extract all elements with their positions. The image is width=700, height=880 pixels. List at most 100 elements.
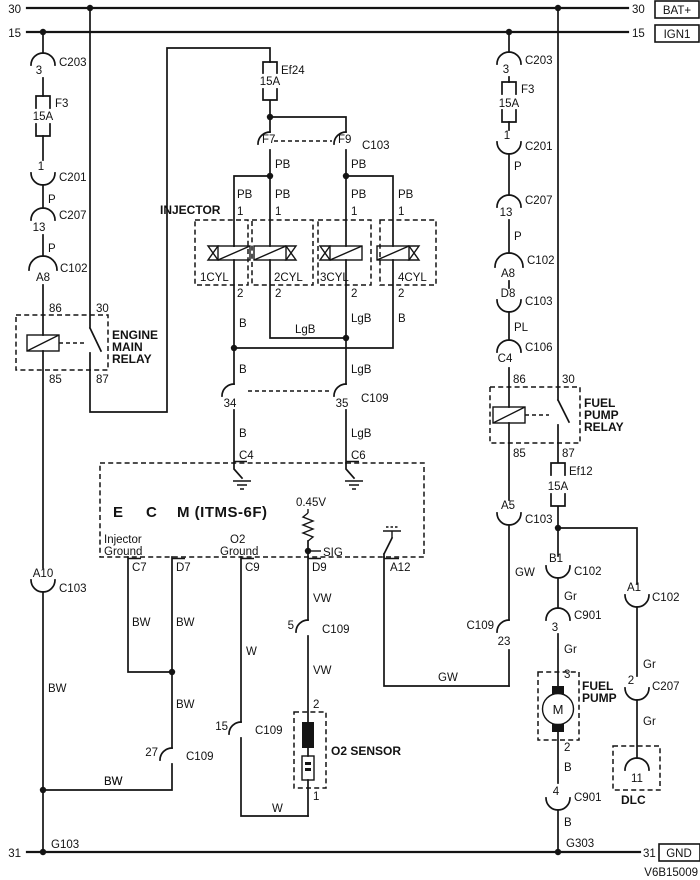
connector-c901-4-arc (545, 797, 571, 811)
ecm-pin-c4: C4 (239, 450, 254, 462)
injector-valve-icon (284, 245, 298, 261)
c201-name: C201 (59, 172, 87, 184)
wire-color-bw: BW (104, 776, 123, 788)
c207-name: C207 (525, 195, 553, 207)
fpr-pin30: 30 (562, 374, 575, 386)
g103-label: G103 (51, 839, 79, 851)
c201-name: C201 (525, 141, 553, 153)
cylinder-label: 1CYL (200, 272, 229, 284)
wire-color-w: W (246, 646, 257, 658)
connector-c109-27-arc (159, 747, 173, 761)
c901-pin4: 4 (553, 786, 560, 798)
c109-name: C109 (467, 620, 495, 632)
c109-pin15: 15 (215, 721, 228, 733)
ground-icon (345, 480, 363, 490)
ef24-amps: 15A (260, 76, 281, 88)
c207-pin: 13 (500, 207, 513, 219)
wire-color-pb: PB (237, 189, 253, 201)
ecm-ref-voltage: 0.45V (296, 497, 326, 509)
fpr-name: RELAY (584, 420, 624, 434)
c109-name: C109 (361, 393, 389, 405)
connector-c103-a5-arc (496, 512, 522, 526)
ef12-fuse: Ef12 15A (548, 442, 593, 532)
connector-c102-b1-arc (545, 565, 571, 579)
ecm-sig-label: SIG (323, 547, 343, 559)
c103-name: C103 (362, 140, 390, 152)
wire-color-pl: PL (514, 322, 529, 334)
dlc-pin11: 11 (631, 773, 643, 785)
wire-color-b: B (239, 428, 247, 440)
wire-color-lgb: LgB (351, 364, 372, 376)
connector-c203-arc (30, 52, 56, 66)
connector-c109-23-arc (496, 619, 510, 633)
g303-label: G303 (566, 838, 594, 850)
wire-color-pb: PB (275, 159, 291, 171)
connector-c103-d8-arc (496, 299, 522, 313)
o2-pin1: 1 (313, 791, 319, 803)
ecm-pin-c9: C9 (245, 562, 260, 574)
connector-c201-arc (496, 141, 522, 155)
c103-name: C103 (525, 296, 553, 308)
c109-name: C109 (322, 624, 350, 636)
fpr-switch (556, 7, 571, 444)
c201-pin: 1 (38, 161, 44, 173)
connector-c109-34-arc (221, 383, 235, 397)
emr-name: RELAY (112, 352, 152, 366)
c207-pin: 13 (33, 222, 46, 234)
c901-pin3: 3 (552, 622, 558, 634)
wire-color-gw: GW (438, 672, 458, 684)
cylinder-label: 2CYL (274, 272, 303, 284)
wire-color-pb: PB (351, 189, 367, 201)
wire-color-gr: Gr (643, 716, 656, 728)
c103-a10-name: C103 (59, 583, 87, 595)
c109-pin35: 35 (336, 398, 349, 410)
connector-c102-arc (28, 255, 58, 271)
fpr-pin87: 87 (562, 448, 575, 460)
emr-name: ENGINE (112, 328, 158, 342)
c103-f9-pin: F9 (338, 134, 351, 146)
o2-sensor-box (293, 711, 327, 789)
wire-color-pb: PB (398, 189, 414, 201)
injector-valve-icon (206, 245, 220, 261)
motor-terminal (552, 686, 564, 694)
wire-color-b: B (239, 364, 247, 376)
c102-pin: A8 (36, 272, 50, 284)
wire-color-b: B (564, 762, 572, 774)
pump-pin3: 3 (564, 669, 570, 681)
c901-name: C901 (574, 792, 602, 804)
chassis-ground-icon (383, 530, 401, 538)
injector-2cyl: 2CYL 2 (251, 219, 347, 339)
c103-a10-pin: A10 (33, 568, 53, 580)
injector-pin1: 1 (237, 206, 243, 218)
wire-color-lgb: LgB (295, 324, 316, 336)
f3-name: F3 (521, 84, 534, 96)
ef12-name: Ef12 (569, 466, 593, 478)
wire-color-lgb: LgB (351, 428, 372, 440)
c203-pin: 3 (503, 64, 509, 76)
c106-pin: C4 (498, 353, 513, 365)
injector-pin2: 2 (351, 288, 357, 300)
wire-color-p: P (48, 243, 56, 255)
fuel-pump-relay: 86 30 85 87 FUEL PUMP RELAY (489, 7, 624, 460)
emr-switch (88, 7, 103, 371)
ef12-amps: 15A (548, 481, 569, 493)
injector-pin1: 1 (275, 206, 281, 218)
a12-gw-wire: GW (383, 556, 510, 687)
o2-sensor-title: O2 SENSOR (331, 744, 401, 758)
rail30-left-label: 30 (8, 4, 21, 16)
c109-pin5: 5 (288, 620, 294, 632)
rail31-right-label: 31 (643, 848, 656, 860)
ign1-label: IGN1 (664, 29, 691, 41)
emr-pin85: 85 (49, 374, 62, 386)
dlc-circuit: A1 C102 Gr 2 C207 Gr 11 DLC (557, 527, 680, 807)
c102-name: C102 (527, 255, 555, 267)
wire-color-w: W (272, 803, 283, 815)
fuel-pump-name: PUMP (582, 691, 617, 705)
c103-d8-pin: D8 (501, 288, 516, 300)
connector-c109-5-arc (295, 619, 309, 633)
wire-color-bw: BW (176, 617, 195, 629)
bat-label: BAT+ (663, 5, 692, 17)
cylinder-label: 4CYL (398, 272, 427, 284)
ecm-pin-d7: D7 (176, 562, 191, 574)
